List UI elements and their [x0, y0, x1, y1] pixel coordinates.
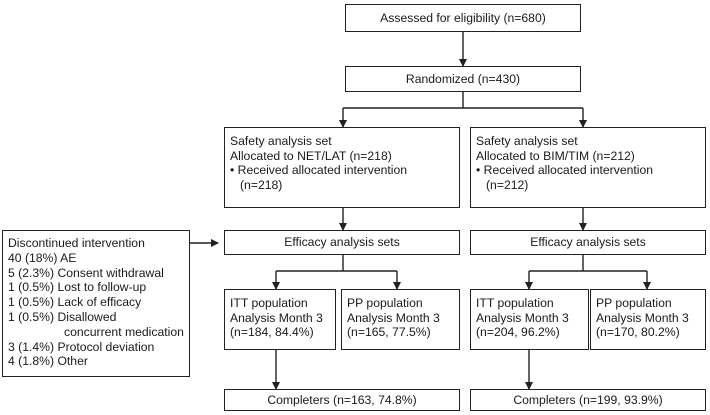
randomized-label: Randomized (n=430) — [405, 71, 521, 86]
left-efficacy-label: Efficacy analysis sets — [284, 235, 400, 250]
left-pp-line: Analysis Month 3 — [347, 310, 440, 325]
left-efficacy-box: Efficacy analysis sets — [224, 230, 460, 255]
discontinued-line: 1 (0.5%) Lost to follow-up — [8, 280, 147, 295]
discontinued-line: concurrent medication — [64, 324, 184, 339]
right-safety-line: Safety analysis set — [476, 134, 578, 148]
right-efficacy-box: Efficacy analysis sets — [470, 230, 706, 255]
left-completers-label: Completers (n=163, 74.8%) — [267, 392, 417, 407]
left-pp-box: PP population Analysis Month 3 (n=165, 7… — [341, 289, 460, 350]
left-safety-box: Safety analysis set Allocated to NET/LAT… — [224, 127, 460, 208]
discontinued-line: 3 (1.4%) Protocol deviation — [8, 339, 155, 354]
left-safety-line: Safety analysis set — [230, 134, 332, 148]
discontinued-line: Discontinued intervention — [8, 236, 145, 250]
assessed-label: Assessed for eligibility (n=680) — [380, 10, 546, 25]
left-pp-line: (n=165, 77.5%) — [347, 325, 431, 340]
left-itt-line: Analysis Month 3 — [230, 310, 323, 325]
discontinued-line: 1 (0.5%) Lack of efficacy — [8, 295, 142, 310]
right-itt-line: ITT population — [476, 296, 554, 310]
discontinued-line: 1 (0.5%) Disallowed — [8, 309, 117, 324]
right-pp-line: (n=170, 80.2%) — [596, 325, 680, 340]
right-safety-line: Allocated to BIM/TIM (n=212) — [476, 148, 635, 163]
left-pp-line: PP population — [347, 296, 423, 310]
left-itt-line: ITT population — [230, 296, 308, 310]
right-itt-box: ITT population Analysis Month 3 (n=204, … — [470, 289, 589, 350]
right-pp-line: PP population — [596, 296, 672, 310]
discontinued-line: 4 (1.8%) Other — [8, 354, 88, 369]
discontinued-line: 40 (18%) AE — [8, 250, 77, 265]
left-safety-line: (n=218) — [240, 177, 283, 192]
right-safety-line: (n=212) — [486, 177, 529, 192]
left-completers-box: Completers (n=163, 74.8%) — [224, 389, 460, 411]
right-safety-line: • Received allocated intervention — [476, 163, 654, 178]
assessed-box: Assessed for eligibility (n=680) — [345, 4, 581, 32]
discontinued-box: Discontinued intervention 40 (18%) AE 5 … — [2, 230, 190, 377]
right-completers-box: Completers (n=199, 93.9%) — [470, 389, 706, 411]
left-safety-line: • Received allocated intervention — [230, 163, 408, 178]
left-itt-line: (n=184, 84.4%) — [230, 325, 314, 340]
left-safety-line: Allocated to NET/LAT (n=218) — [230, 148, 392, 163]
right-pp-box: PP population Analysis Month 3 (n=170, 8… — [590, 289, 706, 350]
right-itt-line: (n=204, 96.2%) — [476, 325, 560, 340]
right-completers-label: Completers (n=199, 93.9%) — [513, 392, 663, 407]
right-itt-line: Analysis Month 3 — [476, 310, 569, 325]
right-efficacy-label: Efficacy analysis sets — [530, 235, 646, 250]
right-safety-box: Safety analysis set Allocated to BIM/TIM… — [470, 127, 706, 208]
right-pp-line: Analysis Month 3 — [596, 310, 689, 325]
randomized-box: Randomized (n=430) — [345, 66, 581, 92]
discontinued-line: 5 (2.3%) Consent withdrawal — [8, 265, 164, 280]
left-itt-box: ITT population Analysis Month 3 (n=184, … — [224, 289, 336, 350]
